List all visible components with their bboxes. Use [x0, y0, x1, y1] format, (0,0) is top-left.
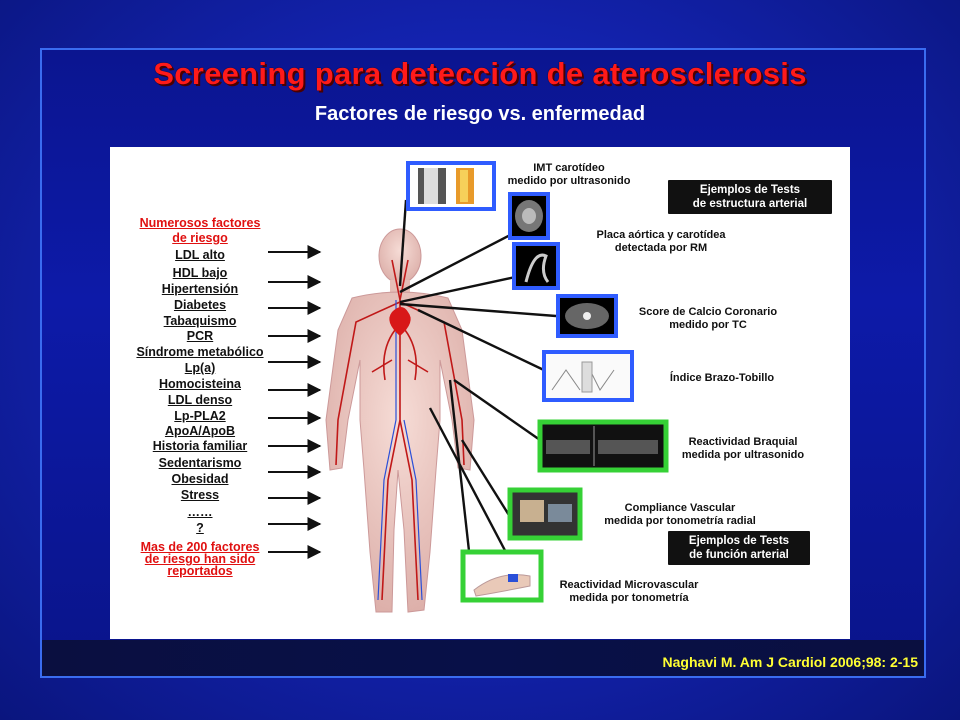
slide-subtitle: Factores de riesgo vs. enfermedad — [314, 103, 646, 125]
risk-factor-item: Diabetes — [173, 298, 227, 312]
imt-image — [406, 161, 496, 211]
risk-factor-item: …… — [187, 505, 213, 519]
risk-factor-item: Sedentarismo — [158, 456, 242, 470]
calcio-image — [556, 294, 618, 338]
risk-factor-item: Lp-PLA2 — [174, 409, 226, 423]
risk-factor-item: ApoA/ApoB — [164, 424, 236, 438]
micro-image — [460, 549, 544, 603]
risk-arrows — [268, 245, 322, 559]
braquial-image — [537, 419, 669, 473]
risk-factor-item: Hipertensión — [161, 282, 239, 296]
risk-factor-item: Homocisteina — [159, 377, 241, 391]
heart-icon — [389, 307, 411, 336]
risk-factor-item: PCR — [186, 329, 214, 343]
human-body-figure — [325, 228, 475, 613]
placa-image — [508, 192, 560, 290]
risk-factors-footer: Mas de 200 factores de riesgo han sido r… — [140, 540, 260, 578]
compliance-image — [507, 487, 583, 541]
risk-factors-header: Numerosos factores de riesgo — [139, 216, 261, 245]
itb-label: Índice Brazo-Tobillo — [669, 372, 775, 384]
slide-title: Screening para detección de ateroscleros… — [153, 56, 807, 91]
itb-image — [542, 350, 634, 402]
risk-factor-item: Tabaquismo — [163, 314, 237, 328]
risk-factor-item: LDL alto — [175, 248, 225, 262]
risk-factor-item: Historia familiar — [152, 439, 248, 453]
risk-factor-item: ? — [196, 521, 204, 535]
risk-factor-item: Stress — [180, 488, 220, 502]
risk-factor-item: LDL denso — [167, 393, 233, 407]
risk-factor-item: Síndrome metabólico — [136, 345, 264, 359]
risk-factor-item: Obesidad — [171, 472, 229, 486]
risk-factor-item: HDL bajo — [172, 266, 228, 280]
citation: Naghavi M. Am J Cardiol 2006;98: 2-15 — [662, 654, 918, 670]
bottom-strip — [42, 640, 924, 676]
test-connectors — [398, 199, 557, 561]
risk-factor-item: Lp(a) — [184, 361, 216, 375]
